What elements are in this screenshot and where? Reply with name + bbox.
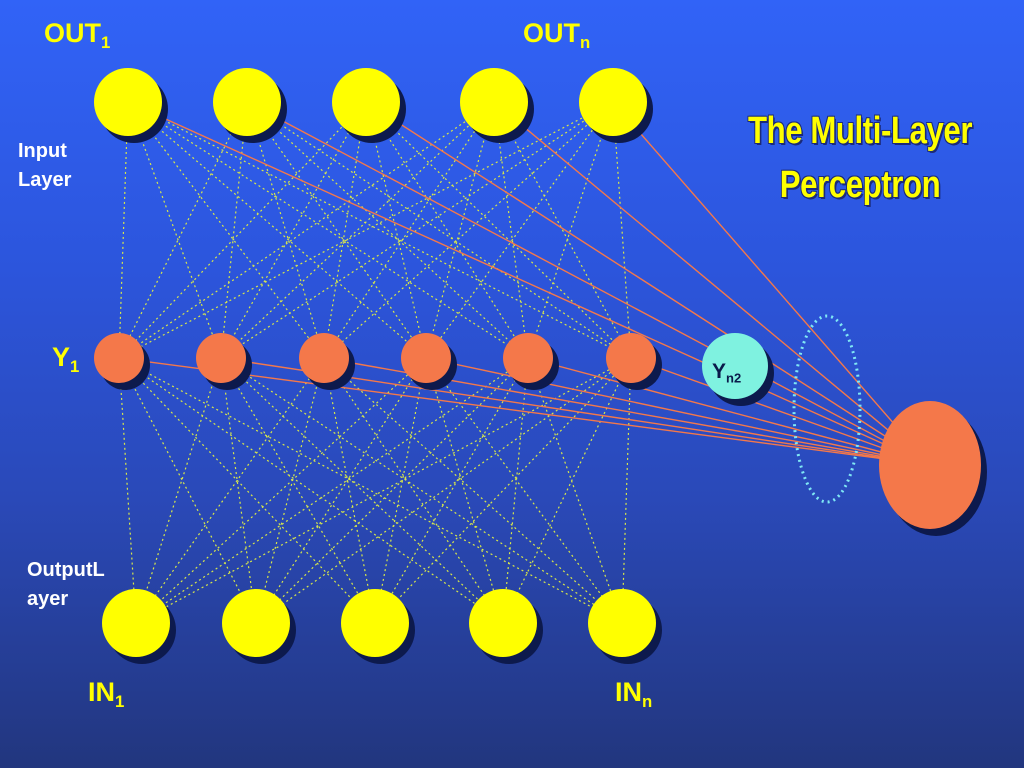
dotted-link <box>493 101 529 359</box>
nodes <box>94 68 987 664</box>
dotted-link <box>527 357 623 624</box>
in-first-label: IN1 <box>88 677 125 711</box>
dotted-link <box>246 101 427 359</box>
dotted-link <box>127 101 325 359</box>
solid-link <box>246 101 931 466</box>
in-last-label: INn <box>615 677 653 711</box>
top-node <box>460 68 528 136</box>
hidden-node <box>299 333 349 383</box>
dotted-link <box>220 101 614 359</box>
dotted-link <box>135 357 529 624</box>
dotted-link <box>365 101 529 359</box>
solid-link <box>493 101 931 466</box>
hidden-node <box>401 333 451 383</box>
dotted-link <box>323 357 504 624</box>
y-extra-label: Yn2 <box>712 360 742 386</box>
bottom-node <box>341 589 409 657</box>
dotted-link <box>220 101 367 359</box>
out-last-label: OUTn <box>523 18 591 52</box>
output-big-node <box>879 401 981 529</box>
dotted-ellipse <box>792 314 862 504</box>
dotted-link <box>118 357 137 624</box>
solid-link <box>612 101 931 466</box>
dotted-link <box>135 357 325 624</box>
dotted-link <box>135 357 632 624</box>
top-node <box>579 68 647 136</box>
dotted-link <box>118 101 495 359</box>
input-layer-label: Input Layer <box>18 140 72 191</box>
dotted-link <box>220 357 623 624</box>
dotted-link <box>220 357 376 624</box>
dotted-link <box>255 357 632 624</box>
bottom-node <box>222 589 290 657</box>
dotted-link <box>365 101 427 359</box>
dotted-link <box>246 101 632 359</box>
dotted-link <box>127 101 632 359</box>
dotted-link <box>246 101 529 359</box>
dotted-link <box>502 357 529 624</box>
solid-link <box>365 101 931 466</box>
dotted-link <box>127 101 222 359</box>
diagram-title: The Multi-Layer Perceptron <box>747 110 973 206</box>
dotted-link <box>323 101 614 359</box>
solid-link <box>425 357 931 466</box>
bottom-node <box>588 589 656 657</box>
dotted-link <box>118 357 504 624</box>
dotted-link <box>323 101 367 359</box>
dotted-link <box>323 101 495 359</box>
dotted-link <box>374 357 529 624</box>
dotted-link <box>365 101 632 359</box>
dotted-link <box>323 357 623 624</box>
dotted-link <box>374 357 632 624</box>
bottom-node <box>102 589 170 657</box>
solid-link <box>527 357 931 466</box>
dotted-link <box>220 357 504 624</box>
top-node <box>213 68 281 136</box>
hidden-node <box>196 333 246 383</box>
bottom-node <box>469 589 537 657</box>
extra-hidden-node <box>702 333 768 399</box>
dotted-link <box>425 357 504 624</box>
dotted-link <box>425 101 614 359</box>
dotted-link <box>220 357 257 624</box>
dotted-link <box>118 357 376 624</box>
hidden-node <box>503 333 553 383</box>
dotted-link <box>135 357 222 624</box>
dotted-link <box>621 357 632 624</box>
y-first-label: Y1 <box>52 342 80 376</box>
dotted-link <box>255 357 529 624</box>
solid-link <box>127 101 931 466</box>
solid-connections <box>118 101 931 466</box>
dotted-link <box>425 101 495 359</box>
top-node <box>94 68 162 136</box>
solid-link <box>630 357 931 466</box>
solid-link <box>118 357 931 466</box>
dotted-connections <box>118 101 632 624</box>
dotted-link <box>135 357 427 624</box>
dotted-link <box>118 101 367 359</box>
dotted-link <box>127 101 529 359</box>
out-first-label: OUT1 <box>44 18 111 52</box>
dotted-link <box>220 101 495 359</box>
dotted-link <box>493 101 632 359</box>
dotted-link <box>118 357 257 624</box>
dotted-link <box>502 357 632 624</box>
output-layer-label: OutputL ayer <box>27 559 105 610</box>
hidden-node <box>94 333 144 383</box>
dotted-link <box>127 101 427 359</box>
top-node <box>332 68 400 136</box>
hidden-node <box>606 333 656 383</box>
dotted-link <box>255 357 325 624</box>
